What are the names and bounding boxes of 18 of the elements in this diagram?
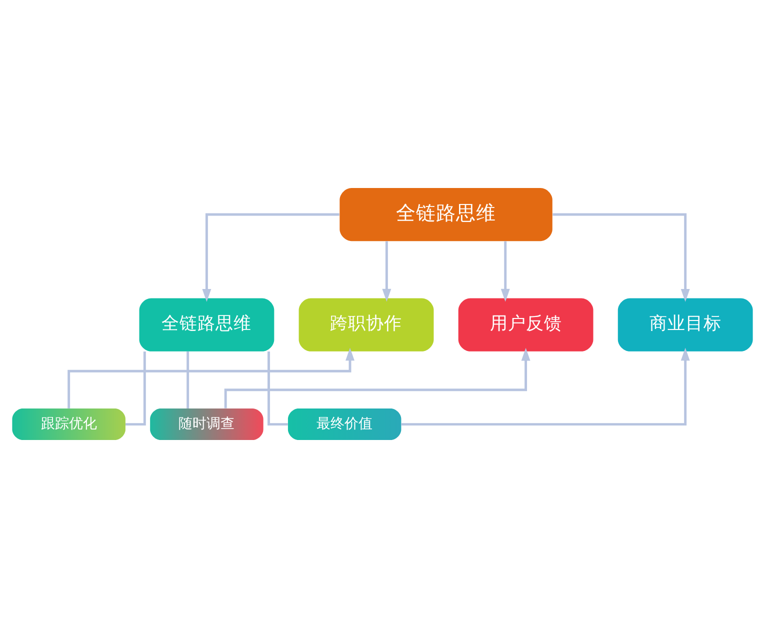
connector [186,352,190,408]
node-box: 全链路思维 [139,298,274,352]
arrow [552,213,690,302]
arrow [500,241,510,302]
node-box: 跟踪优化 [12,408,126,440]
node-box: 随时调查 [150,408,264,440]
arrow [224,348,530,408]
connector [268,352,288,426]
node-box: 用户反馈 [458,298,594,352]
node-box: 跨职协作 [298,298,434,352]
node-box: 最终价值 [288,408,402,440]
arrow [401,348,690,426]
node-box: 商业目标 [618,298,753,352]
arrow [382,241,392,302]
node-box: 全链路思维 [340,188,552,242]
arrow [68,348,354,408]
arrow [202,213,340,302]
connector [126,352,146,426]
